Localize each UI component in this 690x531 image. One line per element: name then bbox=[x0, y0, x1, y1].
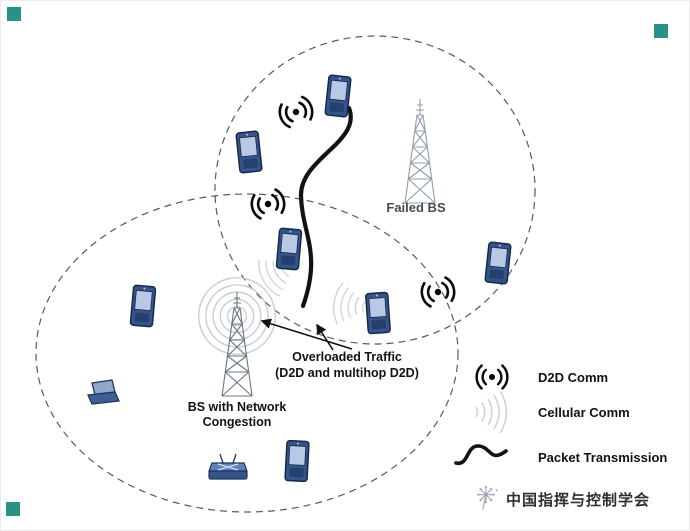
phone-icon bbox=[364, 291, 392, 335]
failed-bs-tower-icon bbox=[404, 98, 436, 204]
overloaded-traffic-arrow bbox=[316, 323, 334, 351]
corner-marker-top-right bbox=[654, 24, 668, 38]
legend-packet-transmission-icon bbox=[454, 444, 508, 465]
corner-marker-top-left bbox=[7, 7, 21, 21]
phone-icon bbox=[129, 284, 157, 328]
d2d-comm-icon bbox=[275, 93, 317, 131]
router-icon bbox=[208, 453, 248, 480]
congested-bs-tower-icon bbox=[221, 291, 253, 397]
overloaded-traffic-label-line2: (D2D and multihop D2D) bbox=[275, 366, 419, 380]
phone-icon bbox=[235, 130, 263, 174]
corner-marker-bottom-left bbox=[6, 502, 20, 516]
legend-d2d-comm-label: D2D Comm bbox=[538, 370, 608, 385]
phone-icon bbox=[484, 241, 512, 285]
phone-icon bbox=[324, 74, 352, 118]
org-logo-icon bbox=[477, 486, 498, 510]
legend-cellular-comm-icon bbox=[475, 390, 508, 434]
d2d-comm-icon bbox=[417, 274, 459, 310]
footer-watermark: 中国指挥与控制学会 bbox=[474, 486, 650, 512]
coverage-circle-congested-bs bbox=[35, 193, 459, 513]
overloaded-traffic-arrow bbox=[260, 318, 353, 350]
legend-d2d-comm-icon bbox=[475, 364, 509, 390]
phone-icon bbox=[275, 227, 303, 271]
congested-bs-label-line1: BS with Network bbox=[188, 400, 287, 414]
legend-packet-transmission-label: Packet Transmission bbox=[538, 450, 667, 465]
congested-bs-label-line2: Congestion bbox=[203, 415, 272, 429]
legend-cellular-comm-label: Cellular Comm bbox=[538, 405, 630, 420]
laptop-icon bbox=[87, 379, 120, 405]
packet-transmission-path bbox=[298, 105, 353, 309]
org-name-text: 中国指挥与控制学会 bbox=[506, 491, 651, 509]
phone-icon bbox=[284, 439, 310, 483]
coverage-circle-failed-bs bbox=[214, 35, 536, 345]
cellular-burst-congested-bs bbox=[194, 273, 280, 359]
d2d-comm-icon bbox=[247, 186, 289, 222]
legend: D2D Comm Cellular Comm Packet Transmissi… bbox=[454, 364, 667, 465]
cellular-fan-icon bbox=[330, 281, 368, 329]
overloaded-traffic-label-line1: Overloaded Traffic bbox=[292, 350, 402, 364]
failed-bs-label: Failed BS bbox=[386, 200, 446, 215]
